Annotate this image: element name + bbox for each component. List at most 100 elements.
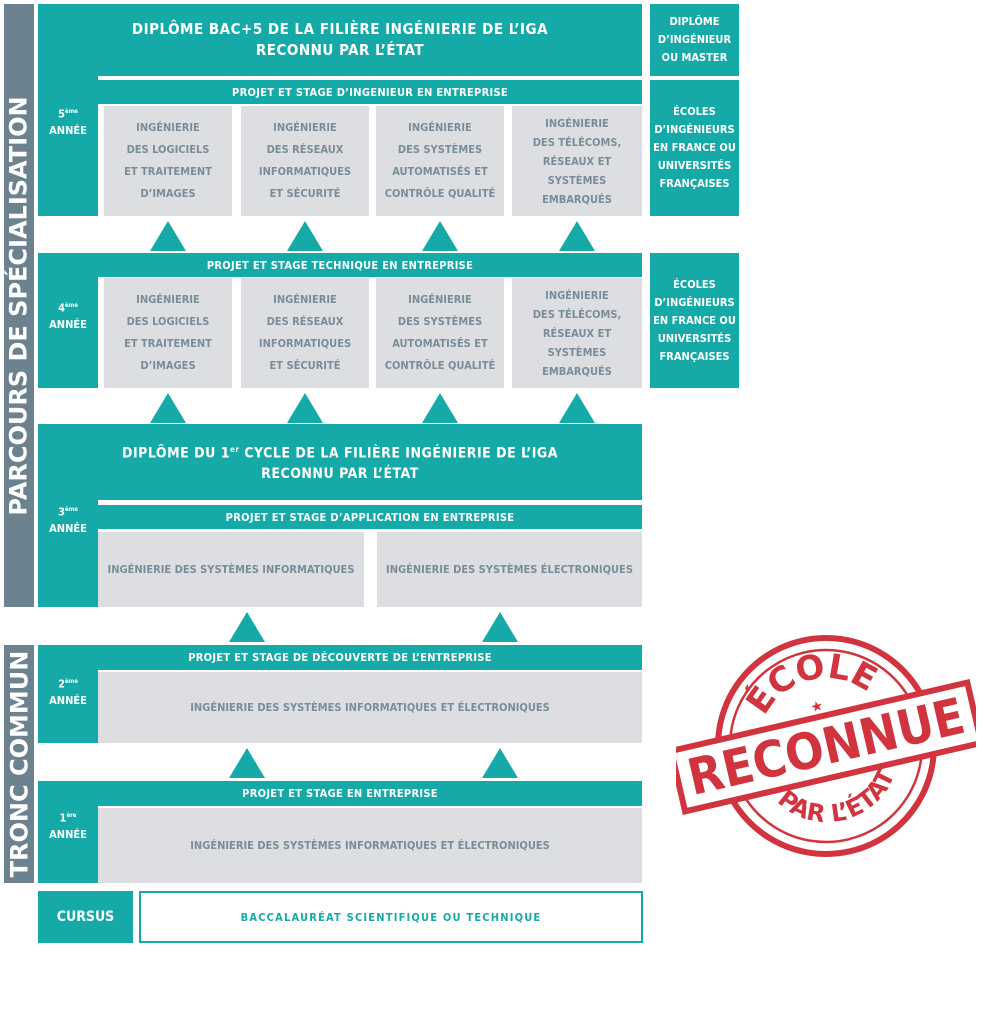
year3-label: 3ème ANNÉE (38, 502, 98, 537)
year5-diploma-line1: DIPLÔME BAC+5 DE LA FILIÈRE INGÉNIERIE D… (131, 20, 549, 38)
cell-line: FRANÇAISES (659, 349, 730, 363)
cell-line: DES RÉSEAUX (266, 143, 344, 156)
cell-line: DIPLÔME (669, 15, 720, 28)
year4-label: 4ème ANNÉE (38, 298, 98, 333)
cell-line: ET TRAITEMENT (124, 165, 212, 178)
year2-bar: PROJET ET STAGE DE DÉCOUVERTE DE L’ENTRE… (38, 645, 642, 670)
stamp-star: ★ (809, 698, 825, 716)
year2-annee: ANNÉE (49, 693, 87, 707)
cell-line: RÉSEAUX ET (542, 154, 612, 168)
cell-line: CONTRÔLE QUALITÉ (384, 359, 496, 372)
arrow-up (422, 393, 458, 423)
cell-line: INFORMATIQUES (258, 165, 352, 178)
ecole-reconnue-stamp: ÉCOLE PAR L’ÉTAT ★ RECONNUE (676, 632, 976, 857)
year4-annee: ANNÉE (49, 317, 87, 331)
cell-line: D’INGÉNIEURS (654, 123, 735, 136)
year1-annee: ANNÉE (49, 827, 87, 841)
arrow-up (150, 393, 186, 423)
cell-line: EN FRANCE OU (653, 313, 736, 327)
year2-cell: INGÉNIERIE DES SYSTÈMES INFORMATIQUES ET… (98, 672, 642, 743)
cell-line: RÉSEAUX ET (542, 326, 612, 340)
year3-ordinal: 3 (58, 505, 65, 519)
year5-ordinal: 5 (58, 107, 65, 121)
year4-cell-4: INGÉNIERIE DES TÉLÉCOMS, RÉSEAUX ET SYSTÈME… (512, 278, 642, 388)
cell-line: INGÉNIERIE (273, 293, 337, 306)
year5-label: 5ème ANNÉE (38, 104, 98, 139)
cell-line: SYSTÈMES (547, 345, 607, 359)
cell-line: FRANÇAISES (659, 177, 730, 190)
cell-line: DES TÉLÉCOMS, (532, 307, 622, 321)
year5-cell-3: INGÉNIERIE DES SYSTÈMES AUTOMATISÉS ET CONT… (376, 106, 504, 216)
year3-sup: ème (64, 506, 78, 513)
cell-line: INGÉNIERIE (408, 121, 472, 134)
year5-diploma-line2: RECONNU PAR L’ÉTAT (255, 41, 425, 59)
cell-line: D’INGÉNIEUR (657, 33, 732, 46)
year3-bar: PROJET ET STAGE D’APPLICATION EN ENTREPR… (98, 505, 642, 529)
cell-line: DES LOGICIELS (126, 143, 210, 156)
cell-line: OU MASTER (661, 51, 728, 64)
cell-line: DES LOGICIELS (126, 315, 210, 328)
cell-line: ET SÉCURITÉ (269, 359, 341, 372)
cell-line: DES TÉLÉCOMS, (532, 135, 622, 149)
year1-bar: PROJET ET STAGE EN ENTREPRISE (38, 781, 642, 806)
cell-line: INGÉNIERIE (136, 293, 200, 306)
year4-bar: PROJET ET STAGE TECHNIQUE EN ENTREPRISE (38, 253, 642, 277)
year1-label: 1ère ANNÉE (38, 808, 98, 843)
year5-sup: ème (64, 108, 78, 115)
year1-cell: INGÉNIERIE DES SYSTÈMES INFORMATIQUES ET… (98, 808, 642, 883)
arrow-up (287, 221, 323, 251)
specialisation-label: PARCOURS DE SPÉCIALISATION (5, 95, 34, 516)
arrow-up (482, 748, 518, 778)
tronc-commun-sidebar: TRONC COMMUN (4, 645, 34, 883)
cell-line: INGÉNIERIE (136, 121, 200, 134)
stamp-banner (676, 678, 976, 815)
cell-line: AUTOMATISÉS ET (392, 165, 488, 178)
year1-sup: ère (66, 812, 77, 819)
year5-diploma: DIPLÔME BAC+5 DE LA FILIÈRE INGÉNIERIE D… (38, 4, 642, 76)
arrow-up (559, 221, 595, 251)
year2-sup: ème (64, 678, 78, 685)
arrow-up (559, 393, 595, 423)
specialisation-sidebar: PARCOURS DE SPÉCIALISATION (4, 4, 34, 607)
year4-ordinal: 4 (58, 301, 65, 315)
cell-line: AUTOMATISÉS ET (392, 337, 488, 350)
year5-cell-4: INGÉNIERIE DES TÉLÉCOMS, RÉSEAUX ET SYSTÈME… (512, 106, 642, 216)
arrow-up (229, 612, 265, 642)
arrow-up (422, 221, 458, 251)
arrow-up (287, 393, 323, 423)
cell-line: D’INGÉNIEURS (654, 295, 735, 309)
year5-cell-2: INGÉNIERIE DES RÉSEAUX INFORMATIQUES ET SÉC… (241, 106, 369, 216)
tronc-commun-label: TRONC COMMUN (5, 650, 34, 878)
cell-line: DES SYSTÈMES (397, 315, 483, 328)
year2-ordinal: 2 (58, 677, 65, 691)
year5-bar: PROJET ET STAGE D’INGENIEUR EN ENTREPRIS… (98, 80, 642, 104)
cell-line: CONTRÔLE QUALITÉ (384, 187, 496, 200)
cell-line: INGÉNIERIE (545, 116, 609, 130)
cell-line: DES SYSTÈMES (397, 143, 483, 156)
cursus-label: CURSUS (38, 891, 133, 943)
cell-line: SYSTÈMES (547, 173, 607, 187)
cell-line: ÉCOLES (673, 105, 716, 118)
cell-line: UNIVERSITÉS (657, 159, 732, 172)
year3-annee: ANNÉE (49, 521, 87, 535)
year3-diploma-line2: RECONNU PAR L’ÉTAT (261, 466, 419, 483)
year1-ordinal: 1 (59, 811, 67, 825)
arrow-up (150, 221, 186, 251)
cell-line: DES RÉSEAUX (266, 315, 344, 328)
cell-line: ET SÉCURITÉ (269, 187, 341, 200)
year3-diploma-b: CYCLE DE LA FILIÈRE INGÉNIERIE DE L’IGA (239, 445, 558, 462)
cell-line: INGÉNIERIE (273, 121, 337, 134)
year5-right-top: DIPLÔME D’INGÉNIEUR OU MASTER (650, 4, 739, 76)
year3-cell-2: INGÉNIERIE DES SYSTÈMES ÉLECTRONIQUES (377, 532, 642, 607)
cell-line: INGÉNIERIE (545, 288, 609, 302)
year3-cell-1: INGÉNIERIE DES SYSTÈMES INFORMATIQUES (98, 532, 364, 607)
year5-annee: ANNÉE (49, 123, 87, 137)
arrow-up (482, 612, 518, 642)
year2-label: 2ème ANNÉE (38, 674, 98, 709)
